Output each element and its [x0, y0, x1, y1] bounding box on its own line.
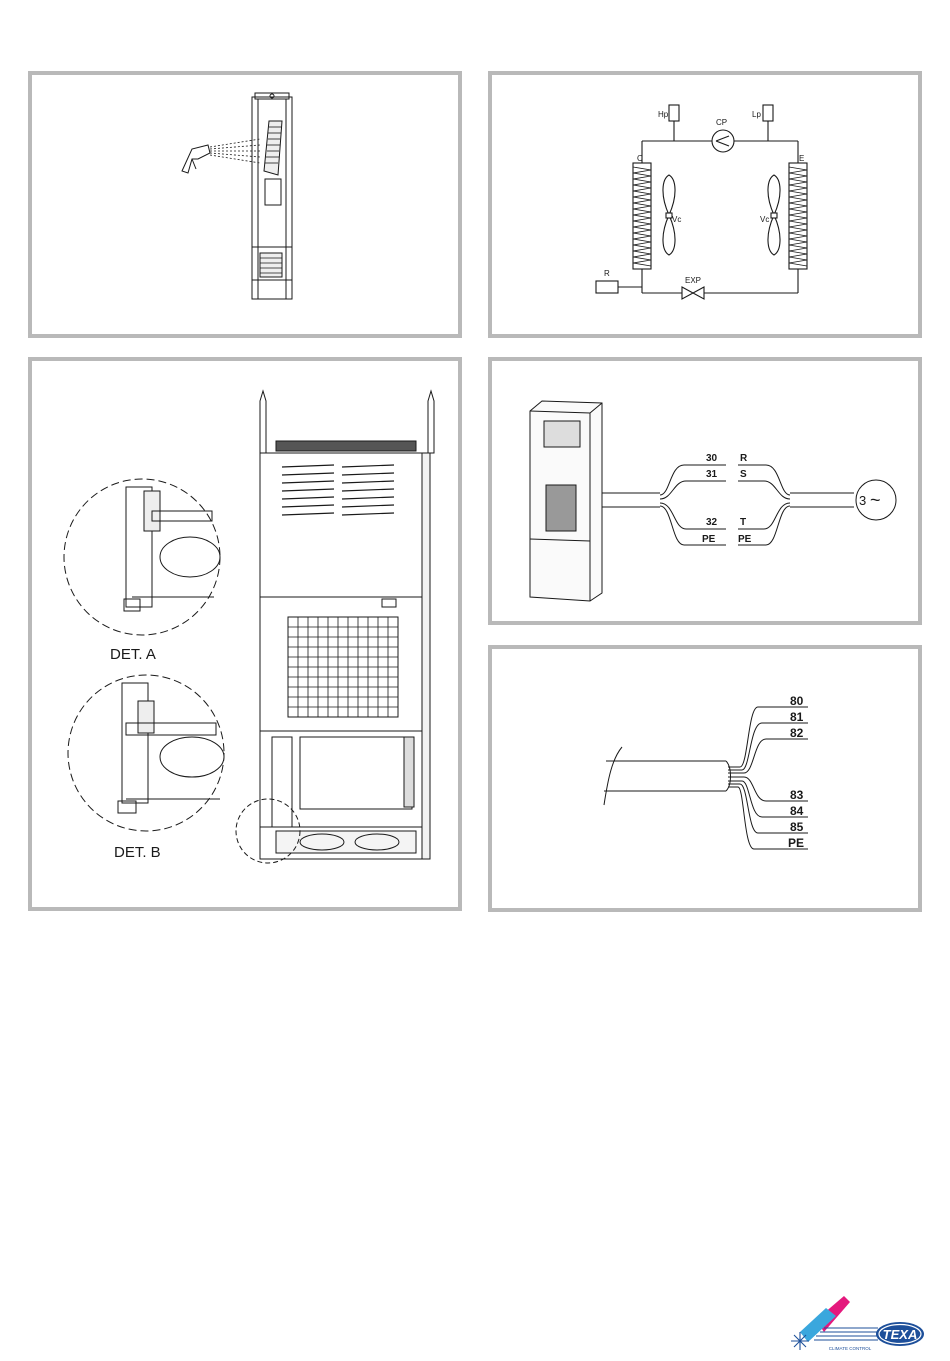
texa-logo-mark: TEXA CLIMATE CONTROL — [786, 1292, 926, 1356]
terminal-pe-left: PE — [702, 534, 716, 545]
power-wiring-diagram: 30 31 32 PE R S T PE 3 ~ — [492, 361, 918, 621]
supply-ac-symbol: ~ — [870, 490, 881, 510]
terminal-83: 83 — [790, 788, 804, 802]
logo-brand-text: TEXA — [883, 1327, 918, 1342]
label-e: E — [799, 154, 804, 163]
compressor-symbol — [712, 130, 734, 152]
label-exp: EXP — [685, 276, 701, 285]
signal-wiring-diagram: 80 81 82 83 84 85 PE — [492, 649, 918, 908]
terminal-pe: PE — [788, 836, 804, 850]
logo-tagline: CLIMATE CONTROL — [829, 1346, 872, 1351]
terminal-31: 31 — [706, 469, 718, 480]
terminal-t: T — [740, 517, 746, 528]
label-vc-left: Vc — [672, 215, 681, 224]
panel-signal-wiring: 80 81 82 83 84 85 PE — [488, 645, 922, 912]
low-pressure-switch — [763, 105, 773, 121]
panel-unit-details: DET. A DET. B — [28, 357, 462, 911]
high-pressure-switch — [669, 105, 679, 121]
supply-phase-count: 3 — [859, 493, 866, 508]
expansion-valve-symbol — [682, 287, 704, 299]
drain-tray — [276, 831, 416, 853]
resistance-symbol — [596, 281, 618, 293]
terminal-82: 82 — [790, 726, 804, 740]
top-grille — [276, 441, 416, 451]
label-cp: CP — [716, 118, 727, 127]
panel-refrigerant-circuit: Hp Lp CP C E Vc Vc R EXP — [488, 71, 922, 338]
unit-front-illustration: DET. A DET. B — [32, 361, 458, 907]
terminal-81: 81 — [790, 710, 804, 724]
label-det-b: DET. B — [114, 844, 161, 861]
terminal-84: 84 — [790, 804, 804, 818]
logo-stripe-cyan — [800, 1308, 836, 1342]
terminal-pe-right: PE — [738, 534, 752, 545]
terminal-30: 30 — [706, 453, 718, 464]
texa-logo: TEXA CLIMATE CONTROL — [786, 1292, 926, 1356]
terminal-r: R — [740, 453, 748, 464]
label-det-a: DET. A — [110, 646, 156, 663]
terminal-80: 80 — [790, 694, 804, 708]
terminal-s: S — [740, 469, 747, 480]
terminal-32: 32 — [706, 517, 718, 528]
panel-power-wiring: 30 31 32 PE R S T PE 3 ~ — [488, 357, 922, 625]
label-c: C — [637, 154, 643, 163]
label-vc-right: Vc — [760, 215, 769, 224]
evaporator-coil — [260, 253, 282, 277]
label-lp: Lp — [752, 110, 761, 119]
panel-cleaning-condenser — [28, 71, 462, 338]
terminal-85: 85 — [790, 820, 804, 834]
label-r: R — [604, 269, 610, 278]
label-hp: Hp — [658, 110, 669, 119]
cable-cut-end — [604, 747, 622, 805]
cleaning-illustration — [32, 75, 458, 334]
refrigerant-circuit-diagram: Hp Lp CP C E Vc Vc R EXP — [492, 75, 918, 334]
